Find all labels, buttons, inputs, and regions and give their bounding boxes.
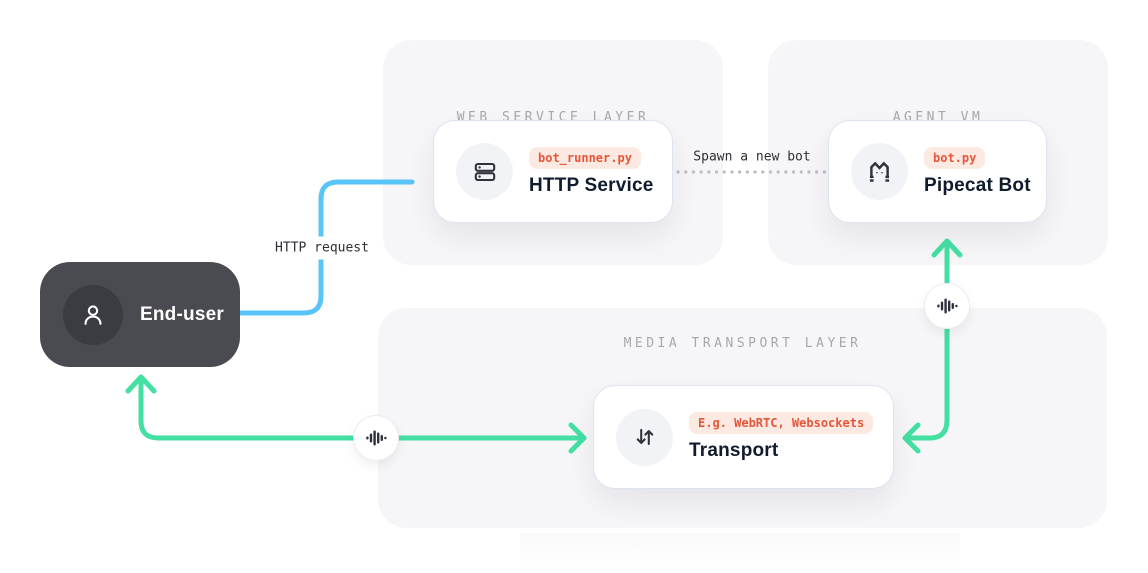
person-icon bbox=[63, 284, 123, 345]
node-title: Transport bbox=[689, 440, 779, 461]
example-badge: E.g. WebRTC, Websockets bbox=[689, 412, 874, 434]
transport-node: E.g. WebRTC, Websockets Transport bbox=[593, 385, 894, 489]
audio-waveform-icon bbox=[925, 284, 969, 328]
node-title: HTTP Service bbox=[529, 174, 654, 196]
file-badge: bot.py bbox=[924, 146, 986, 169]
spawn-bot-label: Spawn a new bot bbox=[693, 149, 811, 165]
file-badge: bot_runner.py bbox=[529, 146, 641, 169]
arrowhead-left bbox=[902, 422, 921, 454]
node-title: Pipecat Bot bbox=[924, 174, 1031, 196]
arrowhead-right bbox=[568, 422, 587, 454]
bot-transport-media-line bbox=[902, 238, 963, 454]
arrowhead-up bbox=[931, 238, 963, 258]
audio-waveform-icon bbox=[354, 416, 398, 460]
media-transport-layer-title: MEDIA TRANSPORT LAYER bbox=[623, 336, 862, 351]
floor-reflection bbox=[520, 533, 960, 573]
server-icon bbox=[456, 143, 513, 200]
arrows-up-down-icon bbox=[616, 408, 673, 466]
http-service-node: bot_runner.py HTTP Service bbox=[433, 120, 673, 223]
end-user-node: End-user bbox=[40, 262, 240, 367]
pipecat-bot-node: bot.py Pipecat Bot bbox=[828, 120, 1047, 223]
http-request-label: HTTP request bbox=[268, 236, 376, 260]
arrowhead-up bbox=[125, 374, 157, 394]
end-user-label: End-user bbox=[140, 303, 224, 325]
pipecat-cat-icon bbox=[851, 143, 908, 200]
user-transport-media-line bbox=[125, 374, 587, 454]
